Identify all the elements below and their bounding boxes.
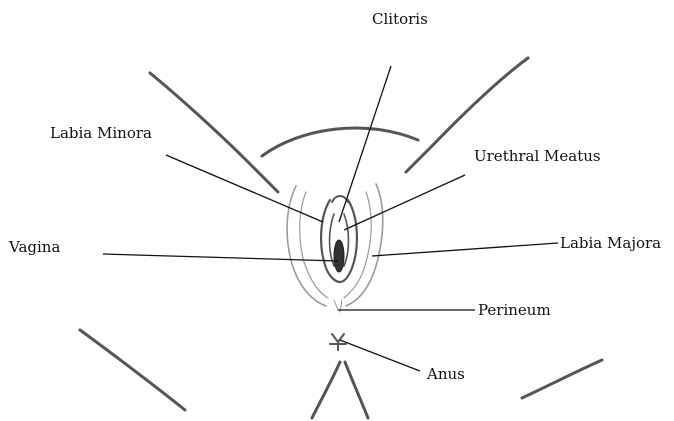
left-lower-contour (80, 330, 185, 410)
right-lower-contour (522, 360, 602, 398)
left-buttock-curve (312, 362, 340, 418)
leader-labia-majora (372, 243, 558, 256)
label-perineum: Perineum (478, 301, 551, 319)
labia-majora-right (346, 184, 383, 306)
left-thigh-contour (150, 73, 278, 192)
leader-labia-minora (166, 155, 323, 222)
label-urethral-meatus: Urethral Meatus (474, 147, 601, 165)
label-anus: Anus (427, 365, 465, 383)
labia-majora-left-inner (300, 192, 328, 298)
label-labia-majora: Labia Majora (560, 234, 661, 252)
vaginal-opening (334, 240, 344, 272)
leader-urethral-meatus (344, 175, 465, 230)
labia-minora-left-inner (330, 214, 335, 266)
labia-minora-right-inner (344, 214, 349, 266)
label-labia-minora: Labia Minora (50, 124, 152, 142)
leader-clitoris (339, 66, 391, 222)
leader-anus (340, 340, 420, 371)
label-clitoris: Clitoris (372, 10, 428, 28)
labia-majora-left (287, 186, 326, 306)
pubic-arc (262, 128, 418, 156)
label-vagina: Vagina (9, 238, 60, 256)
right-buttock-curve (345, 362, 368, 418)
